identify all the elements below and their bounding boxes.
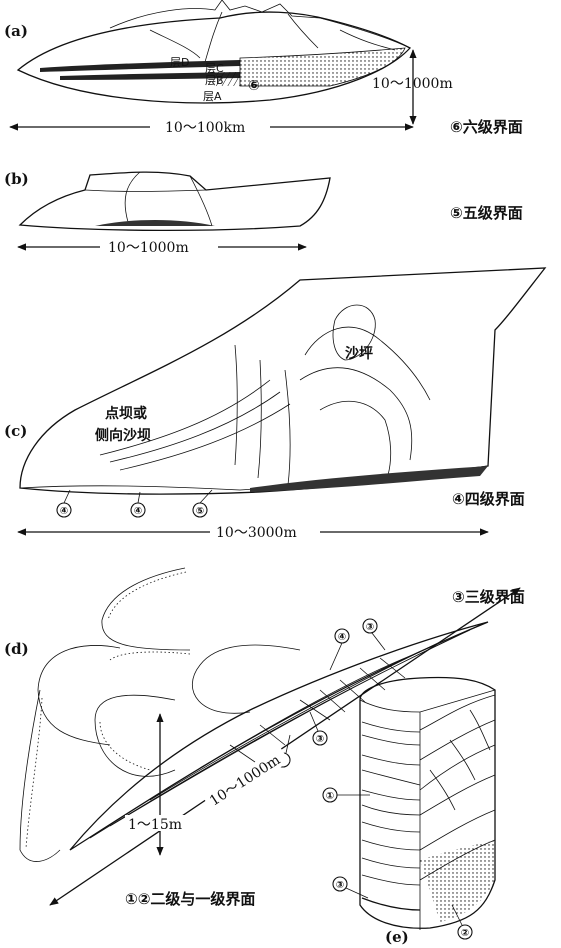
panel-e: ① ③ ② ①②二级与一级界面 (e) — [125, 678, 495, 947]
panel-d-marker-3a: ③ — [366, 622, 374, 633]
panel-a-width-dim: 10～100km — [165, 120, 245, 136]
layer-b-label: 层B — [205, 74, 224, 87]
panel-b-width-dim: 10～1000m — [108, 240, 189, 256]
panel-e-caption: ①②二级与一级界面 — [125, 890, 255, 908]
panel-c: (c) 沙坪 点坝或 侧向沙坝 ④ ④ ⑤ 10～3000m ④四级界面 — [4, 268, 545, 541]
panel-d-label: (d) — [4, 640, 29, 658]
panel-c-width-dim: 10～3000m — [216, 525, 297, 541]
panel-d-marker-3b: ③ — [316, 734, 324, 745]
panel-c-caption: ④四级界面 — [452, 490, 525, 508]
panel-c-marker-1: ④ — [60, 506, 68, 517]
panel-c-marker-2: ④ — [134, 506, 142, 517]
point-bar-label-line2: 侧向沙坝 — [95, 427, 151, 444]
panel-d-marker-4: ④ — [338, 632, 346, 643]
panel-b: (b) 10～1000m ⑤五级界面 — [4, 170, 523, 256]
point-bar-label-line1: 点坝或 — [105, 405, 147, 422]
panel-a-marker-6: ⑥ — [248, 78, 260, 94]
panel-e-marker-2: ② — [461, 928, 469, 939]
panel-d-top-caption: ③三级界面 — [452, 588, 525, 606]
panel-c-label: (c) — [4, 422, 27, 440]
panel-d-length-dim: 10～1000m — [207, 752, 283, 809]
layer-d-label: 层D — [170, 56, 189, 69]
layer-a-label: 层A — [203, 90, 222, 103]
sand-flat-label: 沙坪 — [345, 346, 373, 362]
panel-b-caption: ⑤五级界面 — [450, 204, 523, 222]
panel-d-height-dim: 1～15m — [128, 817, 182, 833]
panel-b-label: (b) — [4, 170, 29, 188]
panel-e-label: (e) — [385, 928, 409, 946]
panel-c-block-outline — [20, 268, 545, 494]
panel-c-marker-3: ⑤ — [196, 506, 204, 517]
panel-a-caption: ⑥六级界面 — [450, 118, 523, 136]
panel-a: (a) 层D 层C 层B 层A ⑥ 10～1000m 10～100km ⑥六级界… — [4, 0, 523, 136]
panel-e-marker-1: ① — [326, 791, 334, 802]
panel-a-height-dim: 10～1000m — [372, 76, 453, 92]
panel-a-label: (a) — [4, 22, 28, 40]
panel-e-marker-3: ③ — [336, 880, 344, 891]
